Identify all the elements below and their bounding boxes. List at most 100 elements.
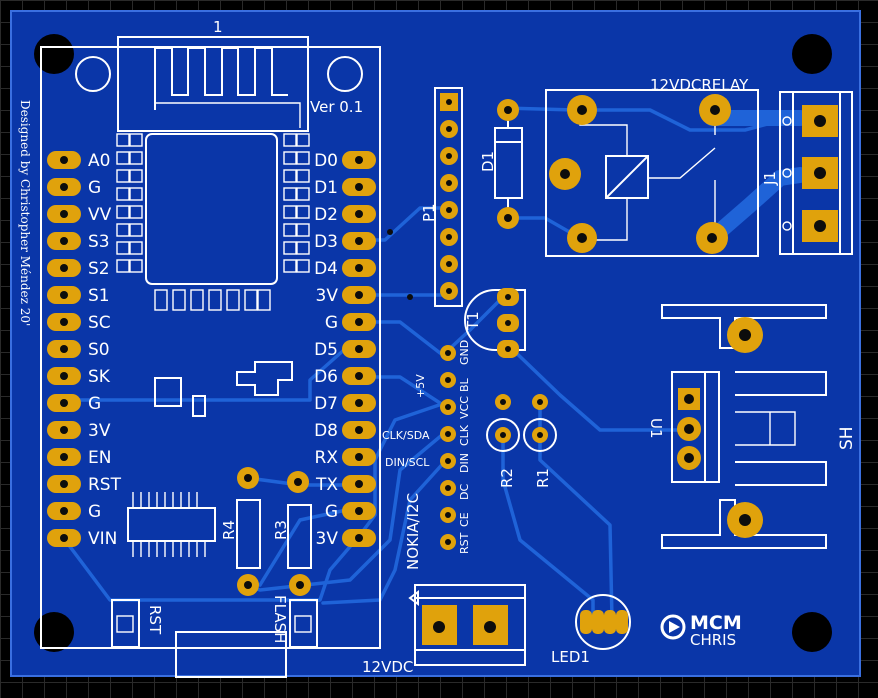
version-label: Ver 0.1 (310, 98, 363, 116)
right-pin-pad (342, 448, 376, 466)
diode-d1 (494, 99, 523, 229)
right-pin-pad (342, 205, 376, 223)
lcd-side-5v: +5V (414, 374, 427, 398)
r1-label: R1 (534, 468, 552, 488)
right-pin-pad (342, 151, 376, 169)
silkscreen-labels: 1 Ver 0.1 Designed by Christopher Méndez… (18, 18, 857, 676)
right-pin-label: D8 (314, 421, 338, 441)
r2-label: R2 (498, 468, 516, 488)
vias (387, 229, 413, 300)
right-pin-label: D5 (314, 340, 338, 360)
right-pin-pad (342, 475, 376, 493)
right-pin-pad (342, 502, 376, 520)
right-pin-pad (342, 421, 376, 439)
header-p1 (434, 87, 463, 307)
lcd-pin-label: CE (458, 512, 471, 527)
right-pin-pad (342, 394, 376, 412)
lcd-pad (440, 453, 456, 469)
resistors-r1-r2 (486, 394, 557, 452)
lcd-side-labels: +5V CLK/SDA DIN/SCL (382, 374, 430, 469)
left-pin-pad (47, 529, 81, 547)
right-pin-label: D2 (314, 205, 338, 225)
terminal-12vdc (408, 584, 526, 666)
mounting-holes (34, 34, 832, 652)
right-pin-label: G (325, 313, 338, 333)
right-pin-pad (342, 178, 376, 196)
designer-credit: Designed by Christopher Méndez 20' (18, 100, 32, 326)
left-pin-pad (47, 205, 81, 223)
sh-label: SH (837, 426, 857, 450)
left-pin-label: S0 (88, 340, 110, 360)
lcd-side-din: DIN/SCL (385, 456, 430, 469)
right-pin-pad (342, 232, 376, 250)
lcd-pad (440, 399, 456, 415)
left-pin-label: G (88, 502, 101, 522)
right-pin-pad (342, 259, 376, 277)
left-pin-label: S1 (88, 286, 110, 306)
left-pin-pad (47, 286, 81, 304)
right-header-pads (342, 151, 376, 547)
p1-pad (440, 201, 458, 219)
right-pin-label: 3V (316, 286, 339, 306)
left-pin-pad (47, 475, 81, 493)
left-pin-label: EN (88, 448, 111, 468)
lcd-pin-label: DIN (458, 453, 471, 473)
p1-pad (440, 93, 458, 111)
lcd-pin-label: BL (458, 377, 471, 392)
p1-pad (440, 174, 458, 192)
lcd-pin-label: VCC (458, 396, 471, 419)
right-pin-label: D1 (314, 178, 338, 198)
left-pin-pad (47, 394, 81, 412)
rst-button[interactable] (111, 599, 140, 648)
left-pin-label: 3V (88, 421, 111, 441)
flash-button[interactable] (289, 599, 318, 648)
mcm-chris-logo: MCM CHRIS (660, 612, 742, 649)
lcd-pad (440, 480, 456, 496)
led1 (575, 594, 631, 650)
heatsink-u1 (661, 304, 827, 549)
left-pin-label: SC (88, 313, 111, 333)
lcd-side-clk: CLK/SDA (382, 429, 430, 442)
right-pin-pad (342, 367, 376, 385)
left-pin-pad (47, 502, 81, 520)
p1-label: P1 (420, 203, 438, 222)
left-pin-label: S3 (88, 232, 110, 252)
right-pin-pad (342, 313, 376, 331)
d1-label: D1 (479, 151, 497, 172)
right-pin-label: D7 (314, 394, 338, 414)
left-pin-pad (47, 367, 81, 385)
left-pin-pad (47, 340, 81, 358)
left-header-pads (47, 151, 81, 547)
p1-pad (440, 228, 458, 246)
left-pin-pad (47, 151, 81, 169)
power-label: 12VDC (362, 658, 413, 676)
lcd-pad (440, 507, 456, 523)
lcd-pin-label: RST (458, 532, 471, 554)
lcd-pin-label: GND (458, 340, 471, 365)
left-pin-pad (47, 259, 81, 277)
r4-label: R4 (220, 520, 238, 540)
esp-side-pads (116, 133, 310, 311)
left-pin-pad (47, 232, 81, 250)
left-pin-label: VV (88, 205, 112, 225)
right-pin-label: TX (315, 475, 338, 495)
left-pin-label: SK (88, 367, 111, 387)
right-pin-label: D0 (314, 151, 338, 171)
rst-label: RST (146, 605, 164, 635)
right-pin-label: RX (315, 448, 339, 468)
esp8266-chip (145, 133, 278, 285)
p1-pad (440, 120, 458, 138)
left-pin-label: A0 (88, 151, 110, 171)
module-number: 1 (213, 18, 223, 36)
left-pin-label: VIN (88, 529, 117, 549)
left-pin-label: RST (88, 475, 122, 495)
left-pin-pad (47, 421, 81, 439)
right-pin-label: D3 (314, 232, 338, 252)
j1-label: J1 (761, 171, 779, 186)
r3-label: R3 (272, 520, 290, 540)
resistors-r3-r4 (236, 467, 312, 596)
terminal-j1 (779, 91, 853, 255)
